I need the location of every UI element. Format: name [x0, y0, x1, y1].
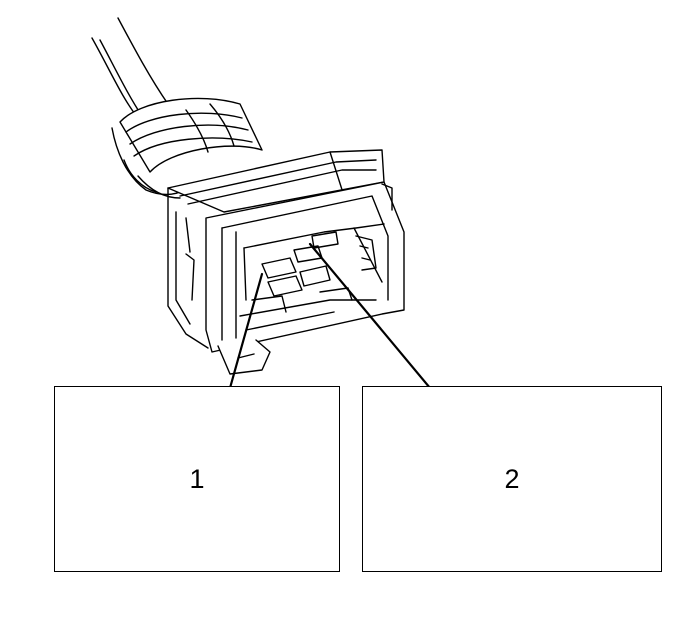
callout-box-2: 2	[362, 386, 662, 572]
callout-label-1: 1	[189, 463, 205, 494]
leader-line-2	[308, 242, 432, 390]
connector-housing	[167, 149, 405, 375]
rubber-boot	[111, 97, 263, 199]
leader-line-1	[228, 272, 264, 390]
callout-box-1: 1	[54, 386, 340, 572]
callout-label-2: 2	[504, 463, 520, 494]
